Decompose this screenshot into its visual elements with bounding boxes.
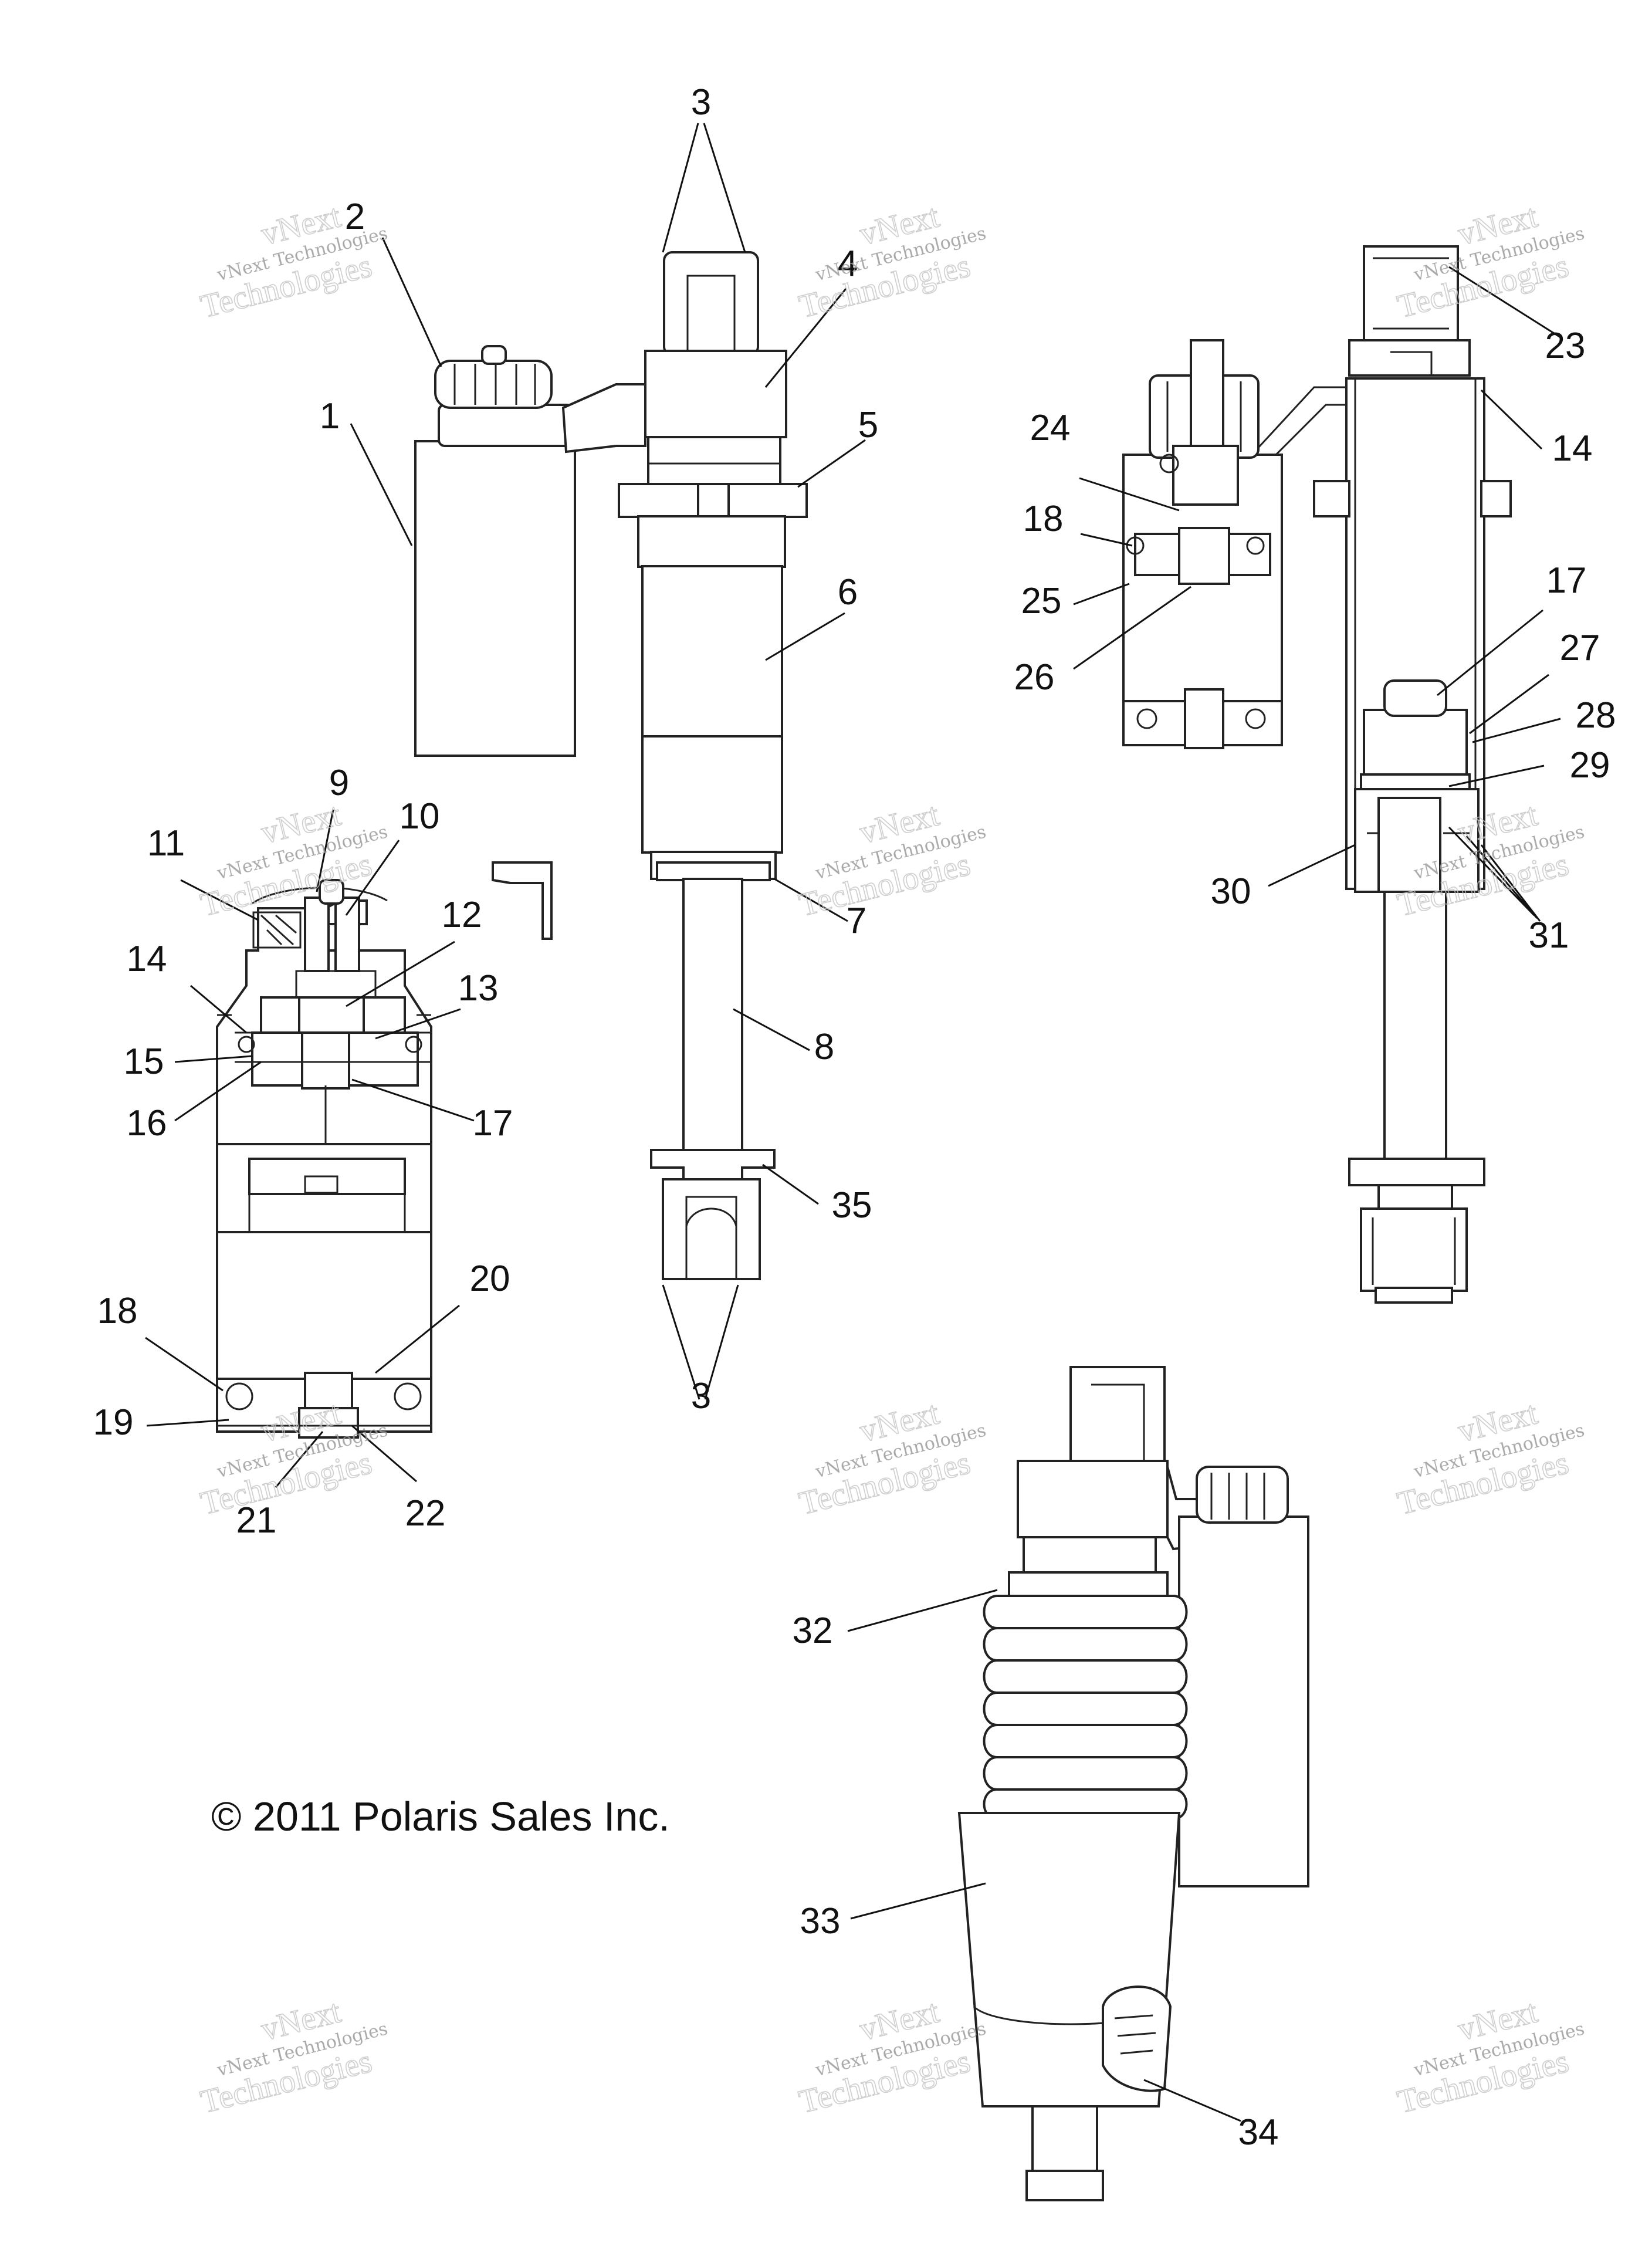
callout-17-right: 17 bbox=[1546, 560, 1587, 601]
callout-13: 13 bbox=[458, 968, 499, 1009]
watermark: vNext vNext Technologies Technologies bbox=[795, 796, 988, 924]
coil-spring bbox=[983, 1595, 1188, 1820]
callout-20: 20 bbox=[470, 1259, 510, 1299]
main-shock-assembly bbox=[414, 251, 808, 1280]
callout-29: 29 bbox=[1570, 745, 1610, 786]
callout-6: 6 bbox=[838, 572, 858, 613]
watermark: vNext vNext Technologies Technologies bbox=[1393, 1992, 1586, 2121]
callout-14-right: 14 bbox=[1552, 428, 1593, 469]
callout-labels: 1 2 3 3 4 5 6 7 8 9 10 11 12 13 14 14 15… bbox=[93, 82, 1616, 2153]
callout-19: 19 bbox=[93, 1402, 134, 1443]
callout-32: 32 bbox=[793, 1611, 833, 1651]
callout-3-top: 3 bbox=[691, 82, 711, 123]
shock-cross-section bbox=[1122, 245, 1512, 1304]
callout-11: 11 bbox=[147, 823, 185, 864]
watermark: vNext vNext Technologies Technologies bbox=[795, 1394, 988, 1523]
callout-24: 24 bbox=[1030, 408, 1071, 448]
callout-5: 5 bbox=[858, 405, 878, 445]
callout-4: 4 bbox=[838, 243, 858, 284]
callout-16: 16 bbox=[127, 1103, 167, 1144]
callout-9: 9 bbox=[329, 763, 349, 803]
callout-10: 10 bbox=[400, 796, 440, 837]
reservoir-cross-section bbox=[216, 861, 553, 1439]
callout-15: 15 bbox=[124, 1041, 164, 1082]
watermark: vNext vNext Technologies Technologies bbox=[795, 197, 988, 326]
callout-26: 26 bbox=[1014, 657, 1055, 698]
watermark: vNext vNext Technologies Technologies bbox=[197, 197, 390, 326]
callout-2: 2 bbox=[345, 197, 365, 237]
callout-8: 8 bbox=[814, 1027, 834, 1067]
callout-33: 33 bbox=[800, 1901, 841, 1941]
leader-lines bbox=[145, 123, 1561, 2122]
callout-22: 22 bbox=[405, 1493, 446, 1534]
copyright-text: © 2011 Polaris Sales Inc. bbox=[211, 1794, 670, 1839]
coilover-assembly bbox=[957, 1366, 1309, 2201]
callout-17-left: 17 bbox=[473, 1103, 513, 1144]
watermark: vNext vNext Technologies Technologies bbox=[1393, 1394, 1586, 1523]
callout-12: 12 bbox=[442, 895, 482, 935]
callout-34: 34 bbox=[1238, 2112, 1279, 2153]
callout-18-left: 18 bbox=[97, 1291, 138, 1331]
callout-31: 31 bbox=[1529, 915, 1569, 956]
callout-35: 35 bbox=[832, 1185, 872, 1226]
callout-18-right: 18 bbox=[1023, 499, 1064, 539]
callout-7: 7 bbox=[847, 901, 866, 941]
callout-28: 28 bbox=[1576, 695, 1616, 736]
callout-23: 23 bbox=[1545, 326, 1586, 366]
callout-25: 25 bbox=[1021, 581, 1062, 621]
callout-1: 1 bbox=[320, 396, 340, 437]
callout-27: 27 bbox=[1560, 628, 1600, 668]
callout-30: 30 bbox=[1211, 871, 1251, 912]
watermark: vNext vNext Technologies Technologies bbox=[795, 1992, 988, 2121]
callout-14-left: 14 bbox=[127, 939, 167, 979]
watermark: vNext vNext Technologies Technologies bbox=[197, 1992, 390, 2121]
callout-3-bottom: 3 bbox=[691, 1376, 711, 1416]
callout-21: 21 bbox=[236, 1500, 277, 1541]
